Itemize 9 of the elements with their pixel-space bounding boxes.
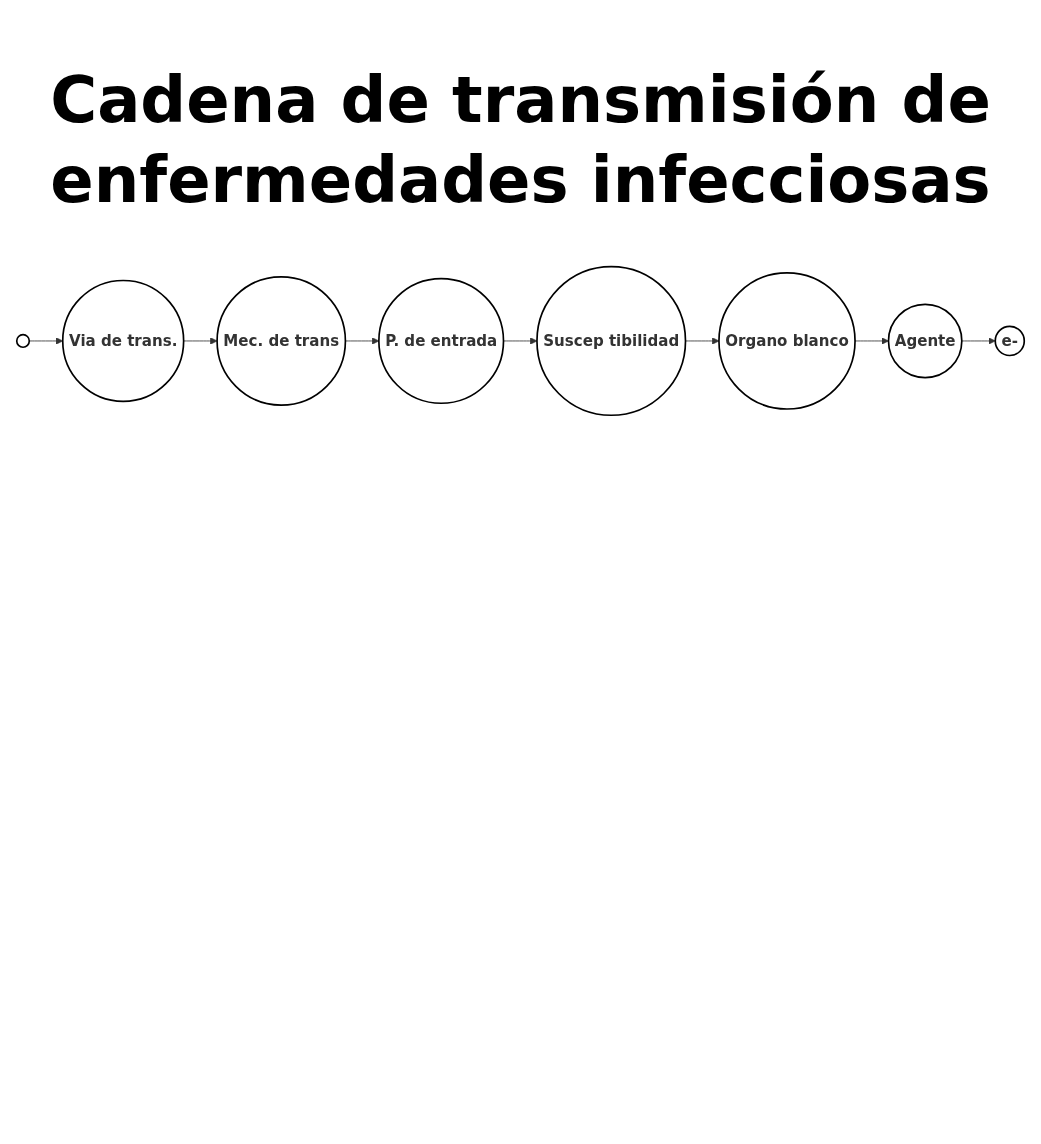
node-circle: Via de trans. xyxy=(61,279,185,403)
node-circle: P. de entrada xyxy=(378,277,505,405)
diagram-title: Cadena de transmisión de enfermedades infecciosas xyxy=(49,62,992,219)
node-circle: e- xyxy=(994,325,1026,357)
node-circle: Organo blanco xyxy=(718,272,856,410)
node-circle: Agente xyxy=(887,303,963,379)
node-circle xyxy=(15,333,31,349)
node-circle: Mec. de trans xyxy=(216,275,347,406)
node-circle: Suscep tibilidad xyxy=(536,265,687,417)
